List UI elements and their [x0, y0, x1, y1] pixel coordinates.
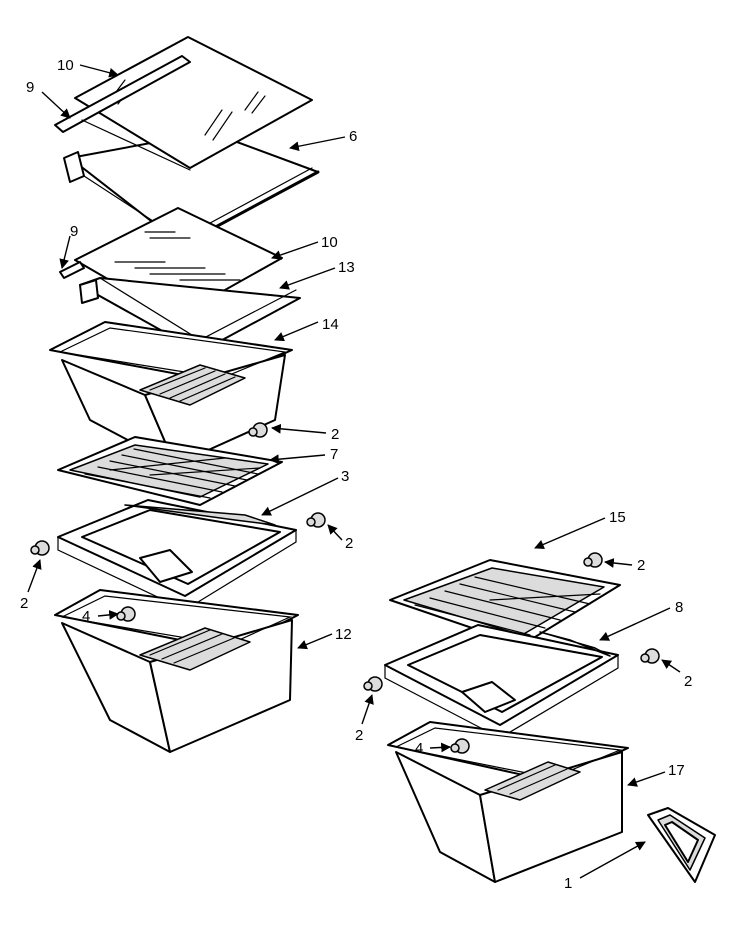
crisper-cover-part-7 [57, 436, 283, 506]
callout-4-left: 4 [82, 608, 90, 625]
callout-9-top: 9 [26, 79, 34, 96]
screw-part-2-mid [306, 512, 326, 528]
shelf-trim-part-9-top [54, 55, 191, 171]
leader-lines [27, 64, 681, 879]
callout-2-right-left: 2 [355, 727, 363, 744]
cover-frame-part-8 [384, 624, 619, 739]
screw-part-4-left [116, 606, 136, 622]
crisper-cover-part-15 [389, 559, 621, 646]
crisper-drawer-part-12 [54, 589, 299, 753]
callout-4-right: 4 [415, 740, 423, 757]
callout-14: 14 [322, 316, 339, 333]
label-plate-part-1 [647, 807, 716, 883]
callout-13: 13 [338, 259, 355, 276]
callout-labels: 10 9 6 9 10 13 14 2 7 3 2 2 4 12 15 2 8 … [20, 57, 692, 892]
callout-2-right-mid: 2 [684, 673, 692, 690]
screw-part-2-right-top [583, 552, 603, 568]
callout-1: 1 [564, 875, 572, 892]
callout-2-right-top: 2 [637, 557, 645, 574]
callout-2-left: 2 [20, 595, 28, 612]
callout-8: 8 [675, 599, 683, 616]
shelf-trim-part-9-lower [59, 261, 85, 279]
crisper-drawer-part-17 [387, 721, 629, 883]
callout-17: 17 [668, 762, 685, 779]
callout-6: 6 [349, 128, 357, 145]
screw-part-2-right-left [363, 676, 383, 692]
screw-part-2-right-mid [640, 648, 660, 664]
callout-3: 3 [341, 468, 349, 485]
screw-part-4-right [450, 738, 470, 754]
callout-2-mid: 2 [345, 535, 353, 552]
callout-7: 7 [330, 446, 338, 463]
cover-frame-part-3 [57, 499, 297, 611]
screw-part-2-left [30, 540, 50, 556]
callout-10-lower: 10 [321, 234, 338, 251]
screw-part-2-upper [248, 422, 268, 438]
callout-2-upper: 2 [331, 426, 339, 443]
callout-10-top: 10 [57, 57, 74, 74]
callout-12: 12 [335, 626, 352, 643]
callout-15: 15 [609, 509, 626, 526]
callout-9-lower: 9 [70, 223, 78, 240]
